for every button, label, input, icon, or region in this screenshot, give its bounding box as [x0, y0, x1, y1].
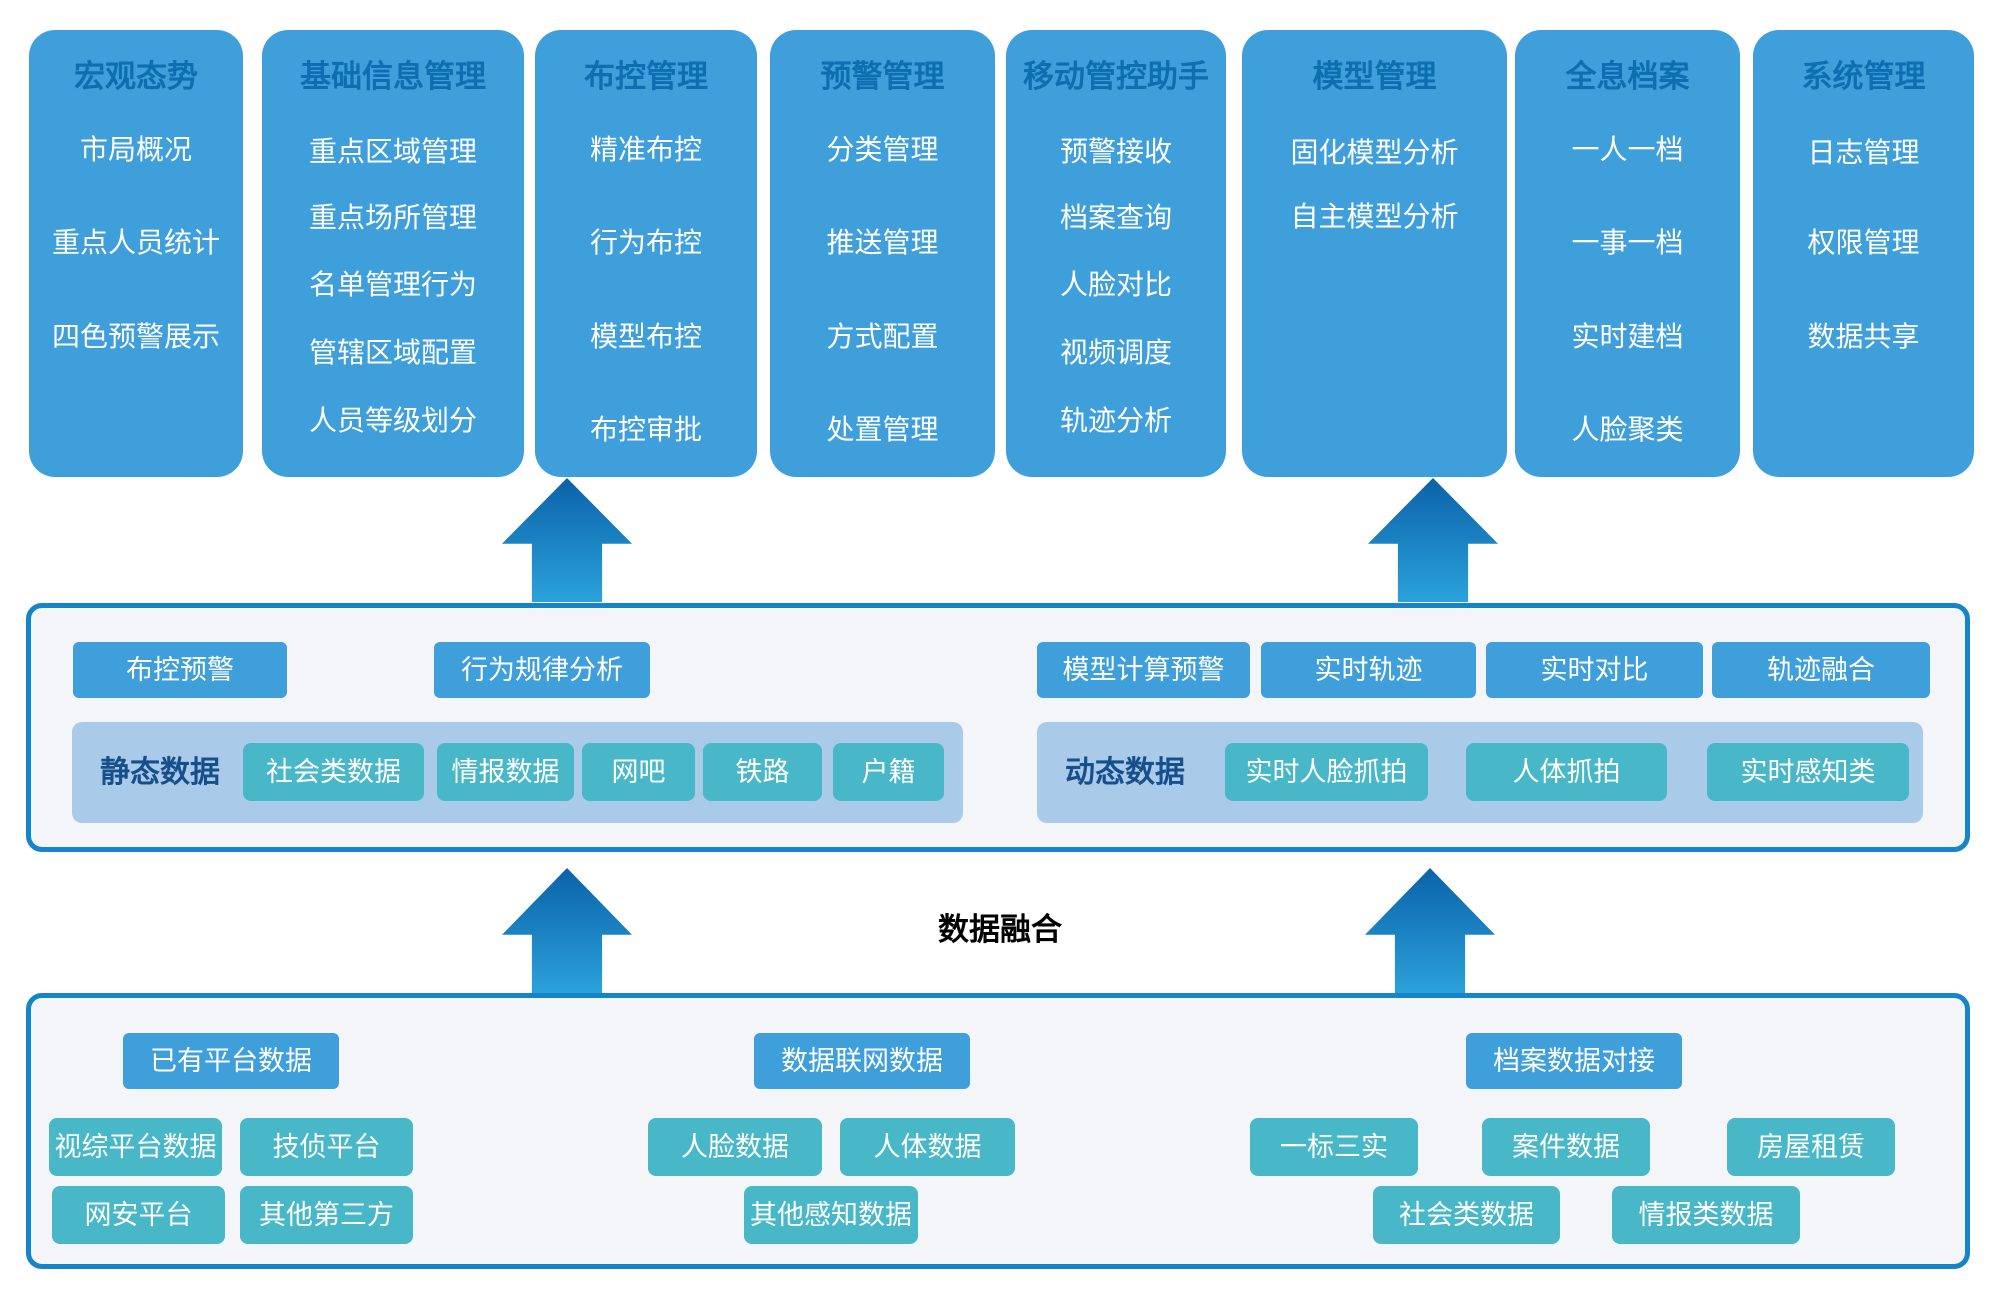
data-pill: 网吧: [582, 743, 695, 801]
module-card-holographic-archive: 全息档案 一人一档 一事一档 实时建档 人脸聚类: [1515, 30, 1740, 477]
module-card-surveillance: 布控管理 精准布控 行为布控 模型布控 布控审批: [535, 30, 757, 477]
card-title: 系统管理: [1801, 59, 1926, 94]
card-item: 重点人员统计: [51, 227, 220, 258]
function-pill: 行为规律分析: [434, 642, 650, 698]
data-source-panel: 已有平台数据 视综平台数据 技侦平台 网安平台 其他第三方 数据联网数据 人脸数…: [26, 993, 1970, 1269]
source-pill: 技侦平台: [240, 1118, 413, 1176]
card-item: 一人一档: [1571, 134, 1684, 165]
card-title: 基础信息管理: [300, 59, 486, 94]
card-item: 权限管理: [1807, 227, 1920, 258]
module-card-mobile-assistant: 移动管控助手 预警接收 档案查询 人脸对比 视频调度 轨迹分析: [1006, 30, 1226, 477]
analysis-panel: 布控预警 行为规律分析 模型计算预警 实时轨迹 实时对比 轨迹融合 静态数据 社…: [26, 603, 1970, 852]
card-item: 模型布控: [589, 321, 702, 352]
card-title: 布控管理: [584, 59, 708, 94]
card-item: 自主模型分析: [1290, 201, 1459, 232]
card-item: 日志管理: [1807, 137, 1920, 168]
card-item: 分类管理: [826, 134, 939, 165]
function-pill: 布控预警: [73, 642, 287, 698]
source-group-header: 已有平台数据: [123, 1033, 339, 1089]
card-item: 重点区域管理: [308, 136, 477, 167]
source-group-header: 数据联网数据: [754, 1033, 970, 1089]
source-pill: 情报类数据: [1612, 1186, 1800, 1244]
source-pill: 视综平台数据: [49, 1118, 222, 1176]
arrow-up-icon: [1365, 868, 1495, 994]
card-item: 一事一档: [1571, 227, 1684, 258]
source-pill: 人体数据: [840, 1118, 1015, 1176]
arrow-up-icon: [502, 478, 632, 602]
arrow-up-icon: [502, 868, 632, 994]
card-item: 人脸聚类: [1571, 414, 1684, 445]
card-title: 模型管理: [1312, 59, 1437, 94]
data-pill: 户籍: [833, 743, 944, 801]
card-item: 重点场所管理: [308, 202, 477, 233]
card-item: 固化模型分析: [1290, 137, 1459, 168]
card-item: 人脸对比: [1059, 269, 1172, 300]
data-pill: 人体抓拍: [1466, 743, 1667, 801]
function-pill: 实时对比: [1486, 642, 1703, 698]
source-pill: 其他第三方: [240, 1186, 413, 1244]
data-fusion-label: 数据融合: [938, 912, 1062, 947]
dynamic-data-label: 动态数据: [1065, 756, 1185, 789]
source-pill: 网安平台: [52, 1186, 225, 1244]
card-item: 市局概况: [79, 134, 192, 165]
module-card-macro-situation: 宏观态势 市局概况 重点人员统计 四色预警展示: [29, 30, 243, 477]
card-item: 名单管理行为: [308, 269, 477, 300]
card-item: 管辖区域配置: [308, 337, 477, 368]
source-pill: 社会类数据: [1373, 1186, 1560, 1244]
source-pill: 人脸数据: [648, 1118, 822, 1176]
card-title: 全息档案: [1565, 59, 1690, 94]
card-item: 处置管理: [826, 414, 939, 445]
card-title: 移动管控助手: [1023, 59, 1209, 94]
card-item: 布控审批: [589, 414, 702, 445]
card-item: 轨迹分析: [1059, 405, 1172, 436]
arrow-up-icon: [1368, 478, 1498, 602]
card-item: 行为布控: [589, 227, 702, 258]
card-title: 预警管理: [820, 59, 945, 94]
source-pill: 房屋租赁: [1727, 1118, 1895, 1176]
data-pill: 实时人脸抓拍: [1225, 743, 1428, 801]
card-item: 档案查询: [1059, 202, 1172, 233]
static-data-group: 静态数据 社会类数据 情报数据 网吧 铁路 户籍: [72, 722, 963, 823]
data-pill: 情报数据: [437, 743, 574, 801]
function-pill: 轨迹融合: [1712, 642, 1930, 698]
dynamic-data-group: 动态数据 实时人脸抓拍 人体抓拍 实时感知类: [1037, 722, 1923, 823]
static-data-label: 静态数据: [100, 756, 220, 789]
card-item: 人员等级划分: [308, 405, 477, 436]
card-item: 数据共享: [1807, 321, 1920, 352]
card-item: 推送管理: [826, 227, 939, 258]
card-item: 精准布控: [589, 134, 702, 165]
data-pill: 社会类数据: [243, 743, 424, 801]
card-item: 预警接收: [1059, 136, 1172, 167]
module-card-model-management: 模型管理 固化模型分析 自主模型分析: [1242, 30, 1507, 477]
data-pill: 铁路: [703, 743, 822, 801]
module-card-warning: 预警管理 分类管理 推送管理 方式配置 处置管理: [770, 30, 995, 477]
card-item: 四色预警展示: [51, 321, 220, 352]
module-card-system-management: 系统管理 日志管理 权限管理 数据共享: [1753, 30, 1974, 477]
function-pill: 实时轨迹: [1261, 642, 1476, 698]
card-title: 宏观态势: [74, 59, 198, 94]
source-pill: 案件数据: [1482, 1118, 1650, 1176]
source-pill: 一标三实: [1250, 1118, 1418, 1176]
card-item: 视频调度: [1059, 337, 1172, 368]
card-item: 实时建档: [1571, 321, 1684, 352]
function-pill: 模型计算预警: [1037, 642, 1250, 698]
card-item: 方式配置: [826, 321, 939, 352]
data-pill: 实时感知类: [1707, 743, 1909, 801]
source-pill: 其他感知数据: [744, 1186, 918, 1244]
module-card-basic-info: 基础信息管理 重点区域管理 重点场所管理 名单管理行为 管辖区域配置 人员等级划…: [262, 30, 524, 477]
source-group-header: 档案数据对接: [1466, 1033, 1682, 1089]
